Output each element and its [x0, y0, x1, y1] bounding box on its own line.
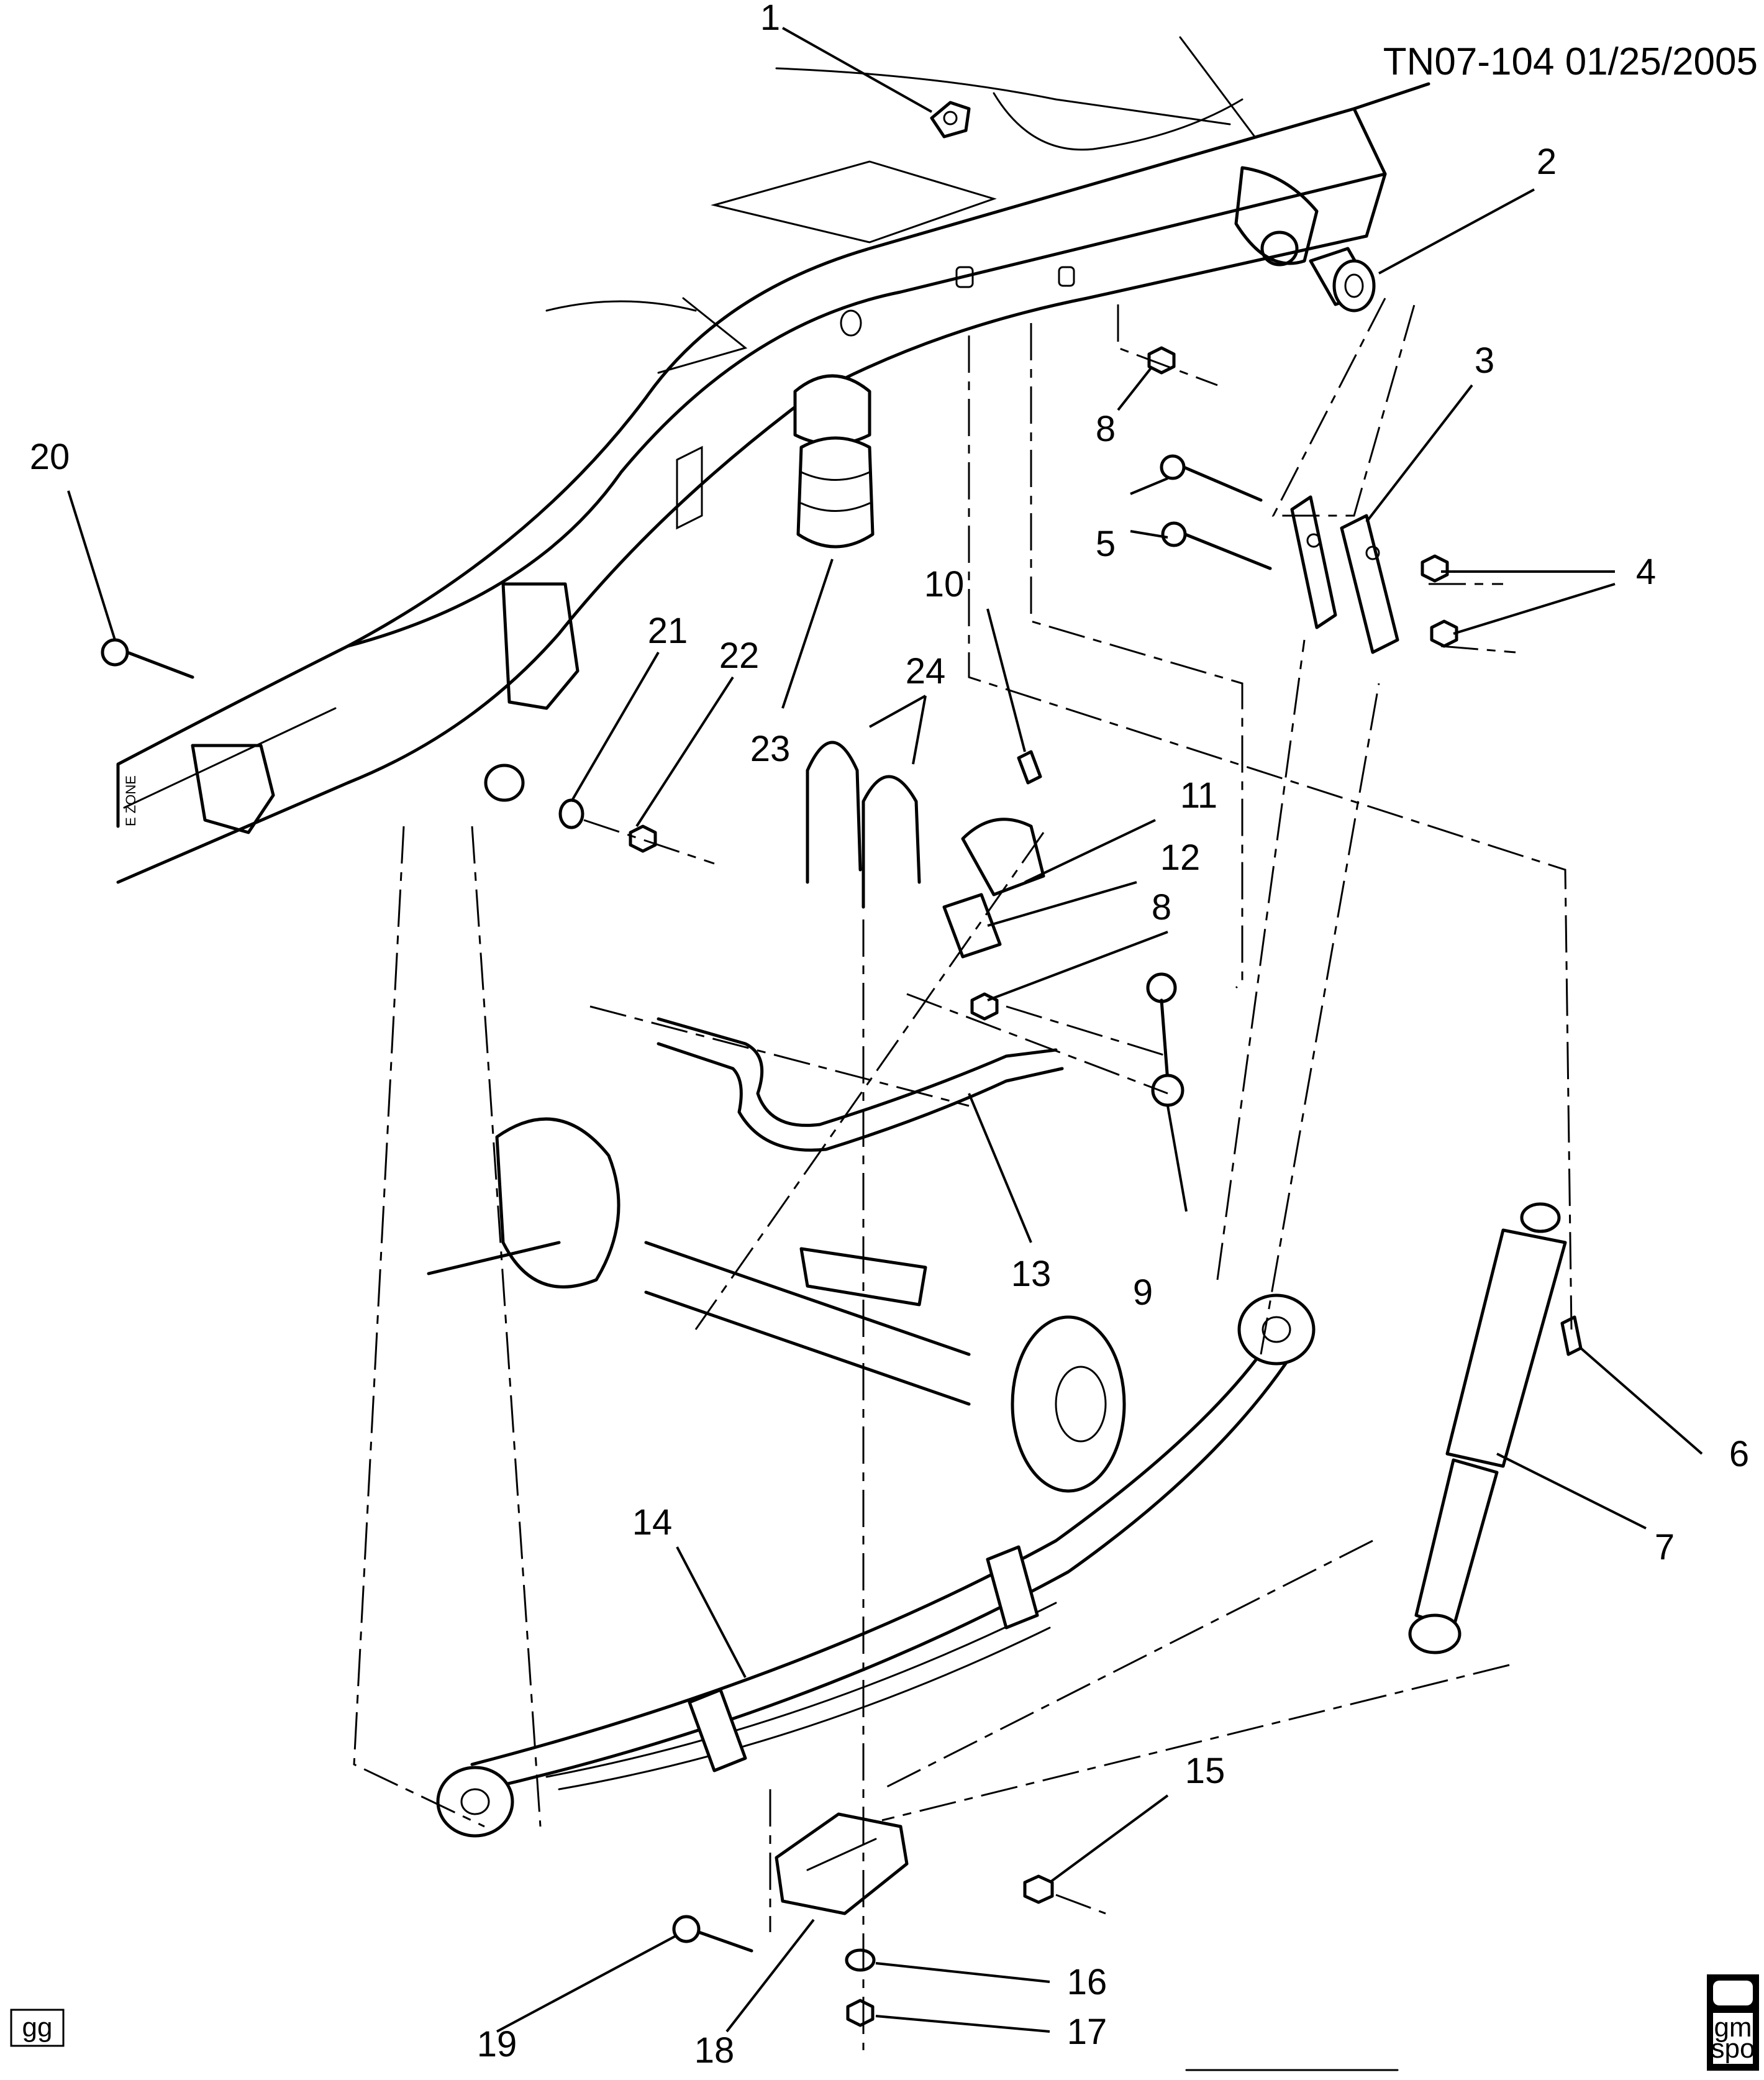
footer-tag: gg	[22, 2012, 53, 2043]
callout-11: 11	[1180, 775, 1217, 816]
callout-12: 12	[1160, 837, 1201, 878]
callout-1: 1	[760, 0, 780, 38]
callout-3: 3	[1475, 340, 1494, 381]
part-4-nuts	[1421, 554, 1458, 648]
callout-7: 7	[1655, 1527, 1675, 1567]
part-9-link	[1146, 972, 1184, 1107]
callout-4: 4	[1636, 552, 1656, 592]
part-3-shackle	[1290, 495, 1399, 654]
part-10-bolt	[1017, 750, 1042, 785]
logo-spo: spo	[1711, 2033, 1755, 2064]
callout-18: 18	[694, 2030, 735, 2071]
part-13-stabilizer-bar	[657, 1017, 1064, 1152]
part-18-spring-plate	[775, 1812, 909, 1915]
callout-23: 23	[750, 729, 791, 769]
callout-13: 13	[1011, 1254, 1052, 1294]
part-7-shock-absorber	[1408, 1202, 1567, 1654]
callout-24: 24	[906, 651, 946, 691]
gm-spo-logo: gm spo	[1707, 1974, 1759, 2071]
logo-gm: gm	[1714, 2012, 1752, 2043]
part-22-nut	[629, 824, 657, 853]
part-24-u-bolts	[806, 741, 921, 909]
leader-lines	[67, 27, 1703, 2033]
part-21-washer	[558, 798, 584, 829]
part-5-bolts	[1160, 454, 1272, 570]
callout-20: 20	[30, 437, 70, 477]
drawing-id: TN07-104 01/25/2005	[1383, 40, 1758, 83]
rear-axle	[427, 1117, 1126, 1493]
callout-14: 14	[632, 1502, 673, 1543]
callout-19: 19	[477, 2024, 517, 2064]
callout-5: 5	[1096, 524, 1116, 564]
frame-rail: E ZONE	[116, 36, 1430, 884]
part-20-bolt	[101, 638, 194, 679]
part-12-bushing	[942, 893, 1002, 959]
callout-15: 15	[1185, 1751, 1225, 1791]
callout-16: 16	[1067, 1962, 1107, 2002]
callout-2: 2	[1537, 142, 1557, 182]
part-2-bushing	[1309, 247, 1376, 312]
callout-21: 21	[648, 611, 688, 651]
part-1-sensor	[930, 101, 971, 139]
part-14-leaf-spring	[436, 1293, 1316, 1838]
part-23-jounce-bumper	[793, 374, 875, 549]
part-11-bracket	[961, 818, 1045, 896]
callouts: 1 2 3 4 5 6 7 8 8 9 10 11 12 13 14 15 16…	[30, 0, 1749, 2071]
callout-8-upper: 8	[1096, 409, 1116, 449]
footer-tag-box: gg	[10, 2009, 65, 2047]
callout-6: 6	[1729, 1434, 1749, 1474]
callout-9: 9	[1133, 1272, 1153, 1313]
part-16-washer	[845, 1948, 876, 1972]
part-19-bolt	[672, 1915, 753, 1953]
callout-22: 22	[719, 636, 760, 676]
alignment-lines	[353, 298, 1573, 2050]
frame-zone-label: E ZONE	[123, 775, 139, 826]
part-15-nut	[1023, 1874, 1054, 1904]
callout-8-lower: 8	[1152, 887, 1171, 928]
callout-17: 17	[1067, 2012, 1107, 2052]
callout-10: 10	[924, 564, 965, 604]
part-17-nut	[846, 1999, 875, 2027]
